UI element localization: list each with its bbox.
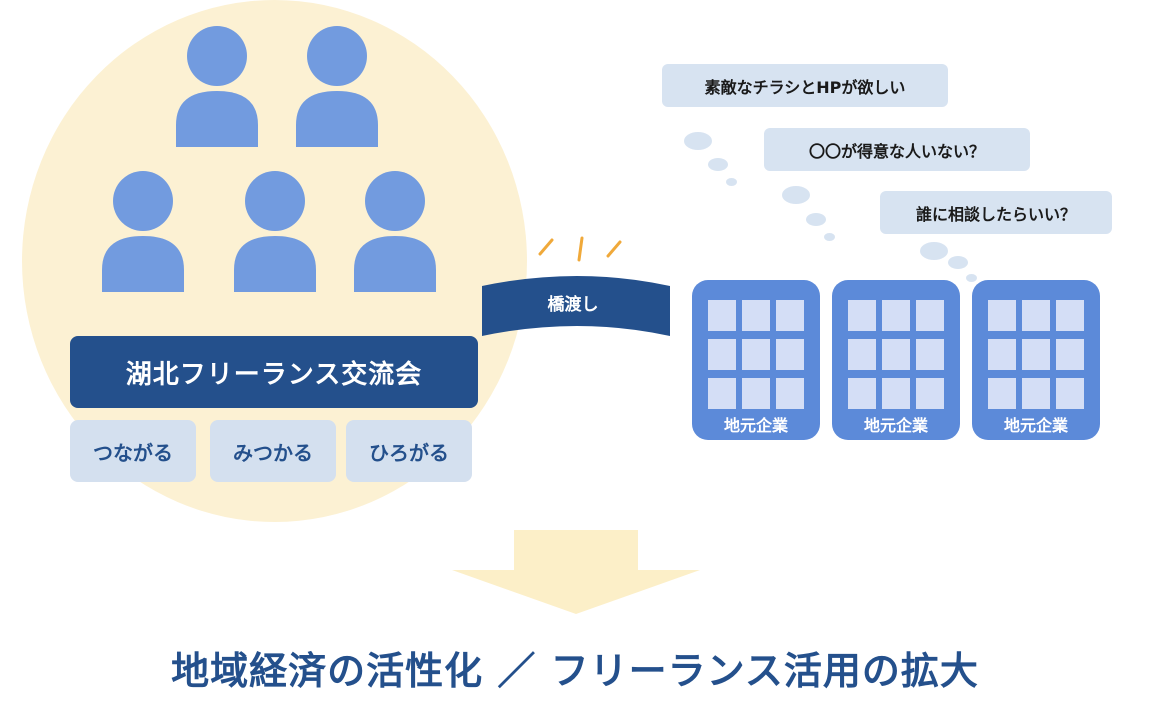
building-windows <box>988 300 1084 410</box>
company-building: 地元企業 <box>692 280 820 440</box>
spark-line <box>538 238 554 256</box>
thought-dot <box>726 178 737 186</box>
bridge-label: 橋渡し <box>547 295 599 315</box>
company-label: 地元企業 <box>1003 416 1068 435</box>
headline: 地域経済の活性化 ／ フリーランス活用の拡大 <box>171 649 979 693</box>
speech-bubble-skill: 〇〇が得意な人いない？ <box>764 128 1030 171</box>
thought-dot <box>948 256 968 269</box>
thought-dot <box>782 186 810 204</box>
spark-line <box>577 236 584 262</box>
person-icon <box>234 170 316 292</box>
bridge-shape <box>482 276 670 336</box>
thought-dot <box>966 274 977 282</box>
thought-dot <box>920 242 948 260</box>
person-icon <box>102 170 184 292</box>
tag-hirogaru: ひろがる <box>346 420 472 482</box>
bridge-ribbon <box>482 236 670 336</box>
company-label: 地元企業 <box>723 416 788 435</box>
spark-line <box>606 240 622 258</box>
tag-tsunagaru: つながる <box>70 420 196 482</box>
person-icon <box>296 25 378 147</box>
building-windows <box>708 300 804 410</box>
thought-dot <box>708 158 728 171</box>
building-windows <box>848 300 944 410</box>
company-building: 地元企業 <box>972 280 1100 440</box>
person-icon <box>354 170 436 292</box>
thought-dot <box>806 213 826 226</box>
person-icon <box>176 25 258 147</box>
company-label: 地元企業 <box>863 416 928 435</box>
speech-bubble-consult: 誰に相談したらいい？ <box>880 191 1112 234</box>
tag-mitsukaru: みつかる <box>210 420 336 482</box>
down-arrow-icon <box>452 530 700 614</box>
organization-name: 湖北フリーランス交流会 <box>70 336 478 408</box>
thought-dot <box>824 233 835 241</box>
speech-bubble-flyer: 素敵なチラシとHPが欲しい <box>662 64 948 107</box>
thought-dot <box>684 132 712 150</box>
company-building: 地元企業 <box>832 280 960 440</box>
